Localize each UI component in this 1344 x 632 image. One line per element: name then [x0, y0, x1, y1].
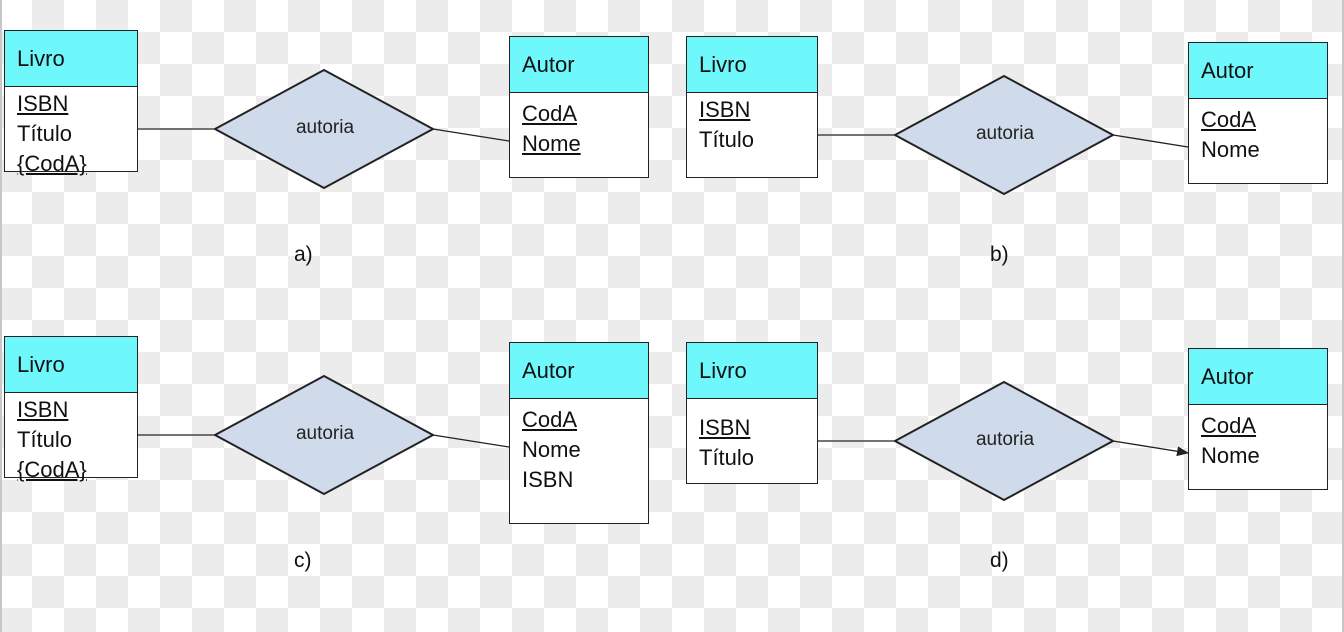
attribute-list: ISBN Título {CodA}: [5, 87, 137, 179]
entity-name: Autor: [1189, 349, 1327, 405]
key-attribute: ISBN: [17, 91, 69, 116]
key-attribute: {CodA}: [17, 151, 87, 176]
connector-line-right: [1112, 134, 1189, 148]
relationship-label: autoria: [975, 429, 1035, 450]
entity-name: Livro: [5, 337, 137, 393]
connector-arrow-right: [1112, 440, 1189, 457]
relationship-diamond: [892, 380, 1116, 502]
frame-left-edge: [0, 0, 2, 632]
relationship-diamond: [892, 74, 1116, 196]
attribute: Título: [699, 445, 755, 470]
attribute: Título: [17, 121, 73, 146]
frame-right-edge: [1342, 0, 1344, 632]
attribute-list: ISBN Título {CodA}: [5, 393, 137, 485]
attribute: Nome: [1201, 443, 1260, 468]
attribute: Título: [17, 427, 73, 452]
key-attribute: CodA: [522, 407, 578, 432]
key-attribute: CodA: [522, 101, 578, 126]
key-attribute: ISBN: [17, 397, 69, 422]
attribute: Nome: [522, 437, 581, 462]
entity-name: Autor: [1189, 43, 1327, 99]
relationship-label: autoria: [295, 423, 355, 444]
entity-name: Livro: [5, 31, 137, 87]
attribute-list: CodA Nome: [510, 93, 648, 159]
key-attribute: CodA: [1201, 413, 1257, 438]
connector-line-right: [432, 128, 510, 142]
attribute-list: ISBN Título: [687, 399, 817, 473]
attribute-list: CodA Nome: [1189, 99, 1327, 165]
attribute: Nome: [1201, 137, 1260, 162]
key-attribute: ISBN: [699, 415, 751, 440]
key-attribute: Nome: [522, 131, 581, 156]
relationship-diamond: [212, 68, 436, 190]
relationship-label: autoria: [295, 117, 355, 138]
diagram-caption: d): [990, 549, 1009, 572]
attribute-list: ISBN Título: [687, 93, 817, 155]
attribute: ISBN: [522, 467, 574, 492]
connector-line-right: [432, 434, 510, 448]
key-attribute: {CodA}: [17, 457, 87, 482]
diagram-caption: a): [294, 243, 313, 266]
diagram-caption: c): [294, 549, 312, 572]
entity-name: Autor: [510, 37, 648, 93]
attribute: Título: [699, 127, 755, 152]
key-attribute: CodA: [1201, 107, 1257, 132]
entity-name: Autor: [510, 343, 648, 399]
entity-name: Livro: [687, 343, 817, 399]
key-attribute: ISBN: [699, 97, 751, 122]
diagram-caption: b): [990, 243, 1009, 266]
relationship-label: autoria: [975, 123, 1035, 144]
relationship-diamond: [212, 374, 436, 496]
entity-name: Livro: [687, 37, 817, 93]
attribute-list: CodA Nome: [1189, 405, 1327, 471]
